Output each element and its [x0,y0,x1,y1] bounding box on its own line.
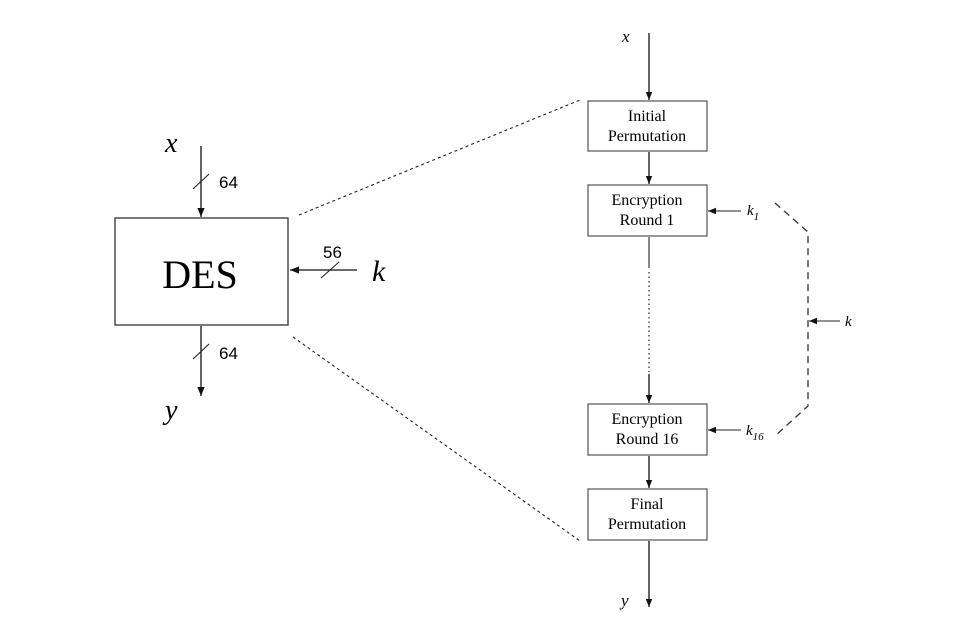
des-output-width-slash [192,343,210,360]
des-detail: x Initial Permutation Encryption Round 1… [587,27,852,610]
k16-label: k16 [746,423,764,443]
initial-permutation-box [587,100,708,152]
des-block [114,217,289,326]
final-permutation-box [587,488,708,541]
detail-input-label: x [621,27,630,46]
des-output-width: 64 [219,344,238,363]
initial-permutation-line2: Permutation [608,128,686,145]
des-output-label: y [162,395,178,426]
des-block-label: DES [162,252,238,297]
final-permutation-line2: Permutation [608,516,686,533]
round-16-line2: Round 16 [616,431,679,448]
key-schedule-dashed-line [774,202,809,437]
zoom-line-bottom [292,336,581,542]
des-key-label: k [372,255,386,288]
zoom-line-top [298,99,581,216]
detail-output-label: y [619,591,629,610]
des-overview: x 64 DES 56 k 64 y [114,128,386,426]
des-key-width: 56 [323,243,342,262]
round-16-box [587,403,708,456]
des-input-width: 64 [219,173,238,192]
des-input-label: x [164,128,178,159]
round-1-line1: Encryption [611,192,682,209]
round-1-line2: Round 1 [620,212,675,229]
des-input-width-slash [192,173,210,190]
master-key-label: k [845,314,852,330]
k1-label: k1 [747,203,759,223]
initial-permutation-line1: Initial [628,108,667,125]
final-permutation-line1: Final [631,496,664,513]
round-16-line1: Encryption [611,411,682,428]
des-key-width-slash [320,261,340,279]
round-1-box [587,184,708,237]
